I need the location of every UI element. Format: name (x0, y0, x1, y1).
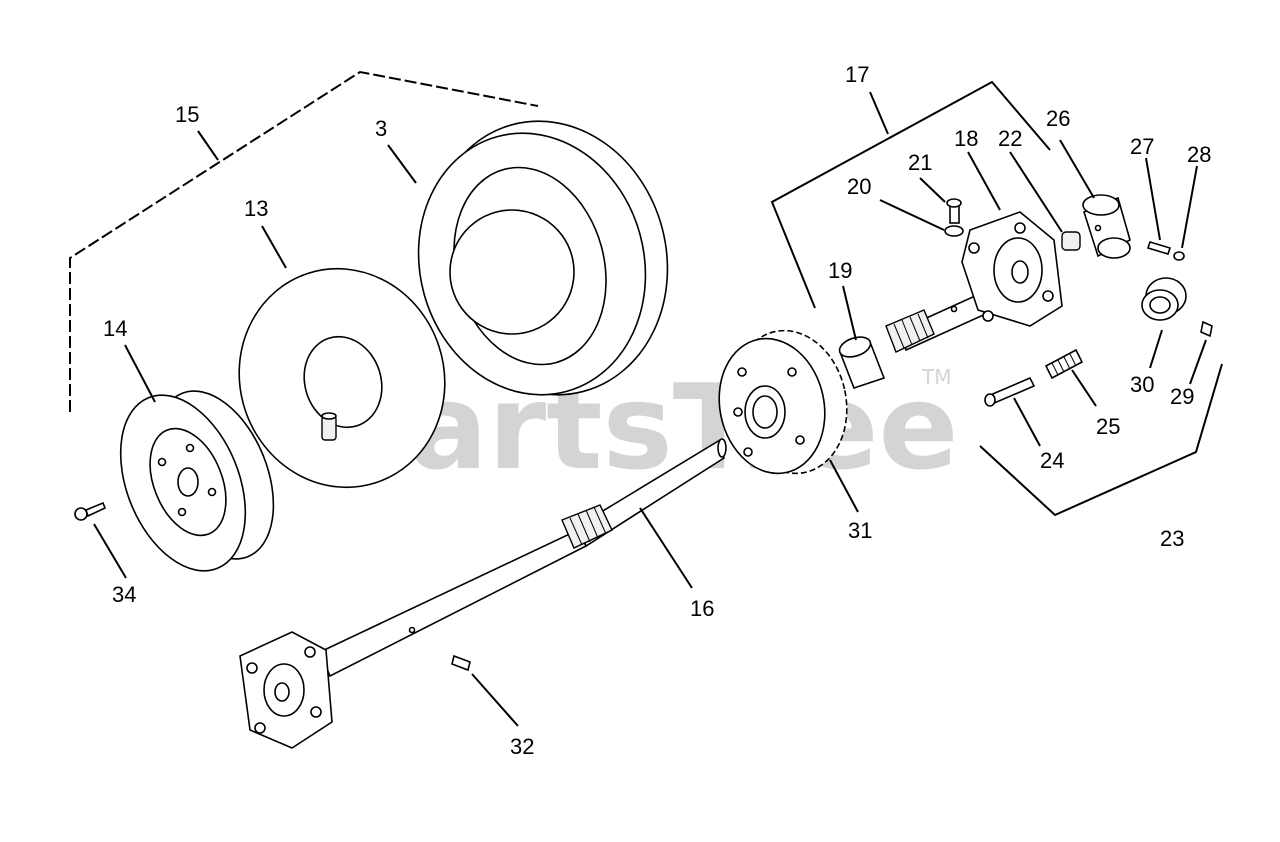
part-28-nut (1173, 251, 1185, 261)
watermark-trademark: TM (921, 365, 951, 389)
callout-15: 15 (175, 102, 199, 127)
callout-16: 16 (690, 596, 714, 621)
leader-lines (93, 91, 1207, 727)
part-22-spacer (1061, 231, 1081, 251)
part-13-tube (238, 267, 446, 489)
part-27-bolt (1146, 241, 1172, 255)
callout-17: 17 (845, 62, 869, 87)
bracket-15 (69, 70, 539, 412)
callout-13: 13 (244, 196, 268, 221)
callout-30: 30 (1130, 372, 1154, 397)
part-31-sprocket (718, 329, 848, 475)
part-18-flange-shaft (885, 211, 1063, 353)
part-24-pin (984, 376, 1036, 407)
part-21-screw (946, 198, 962, 224)
part-25-spring (1044, 348, 1084, 380)
part-14-rim (119, 390, 275, 572)
part-16-axle (239, 438, 727, 749)
part-32-key (451, 654, 471, 672)
callout-23: 23 (1160, 526, 1184, 551)
callout-24: 24 (1040, 448, 1064, 473)
callout-25: 25 (1096, 414, 1120, 439)
callout-26: 26 (1046, 106, 1070, 131)
part-26-cap (1082, 194, 1131, 259)
part-29-pin (1200, 320, 1213, 338)
callout-28: 28 (1187, 142, 1211, 167)
callout-32: 32 (510, 734, 534, 759)
callout-20: 20 (847, 174, 871, 199)
callout-14: 14 (103, 316, 127, 341)
callout-22: 22 (998, 126, 1022, 151)
part-3-tire (417, 120, 669, 396)
callout-34: 34 (112, 582, 136, 607)
callout-21: 21 (908, 150, 932, 175)
callout-27: 27 (1130, 134, 1154, 159)
part-20-washer (944, 225, 964, 237)
part-34-screw (74, 501, 107, 521)
callout-19: 19 (828, 258, 852, 283)
bracket-23 (979, 363, 1223, 517)
callout-29: 29 (1170, 384, 1194, 409)
callout-3: 3 (375, 116, 387, 141)
callout-18: 18 (954, 126, 978, 151)
callout-labels: 15 3 13 14 34 16 32 17 21 20 18 22 26 27… (103, 62, 1211, 759)
callout-31: 31 (848, 518, 872, 543)
bracket-17 (770, 80, 1051, 309)
part-30-bearing (1141, 277, 1187, 321)
part-19-bushing (838, 336, 886, 389)
